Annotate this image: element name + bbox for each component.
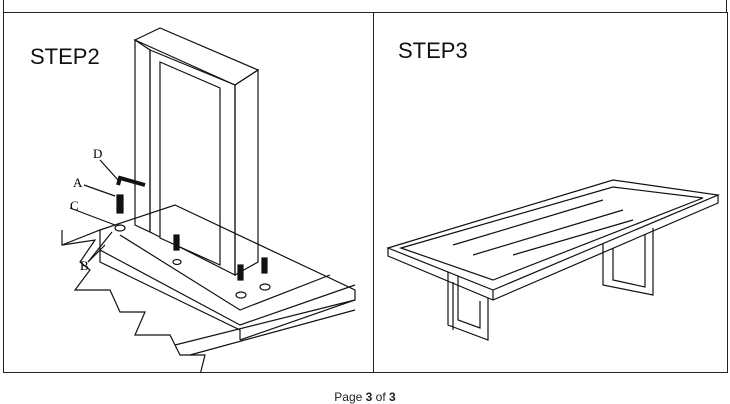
step2-illustration [61,27,356,372]
step2-title: STEP2 [30,44,100,69]
border-stub [3,0,4,12]
panel-divider [373,12,374,372]
part-label-c: C [70,198,79,213]
border-stub [726,0,727,12]
step3-title: STEP3 [398,38,468,63]
step3-illustration [386,179,721,341]
footer-text: of [372,390,390,404]
part-label-b: B [80,258,89,273]
part-label-d: D [93,146,103,161]
part-label-a: A [73,175,83,190]
footer-text: Page [334,390,366,404]
total-pages: 3 [389,390,396,404]
instruction-frame [3,12,728,373]
current-page: 3 [365,390,373,404]
page-footer: Page 3 of 3 [0,390,730,404]
